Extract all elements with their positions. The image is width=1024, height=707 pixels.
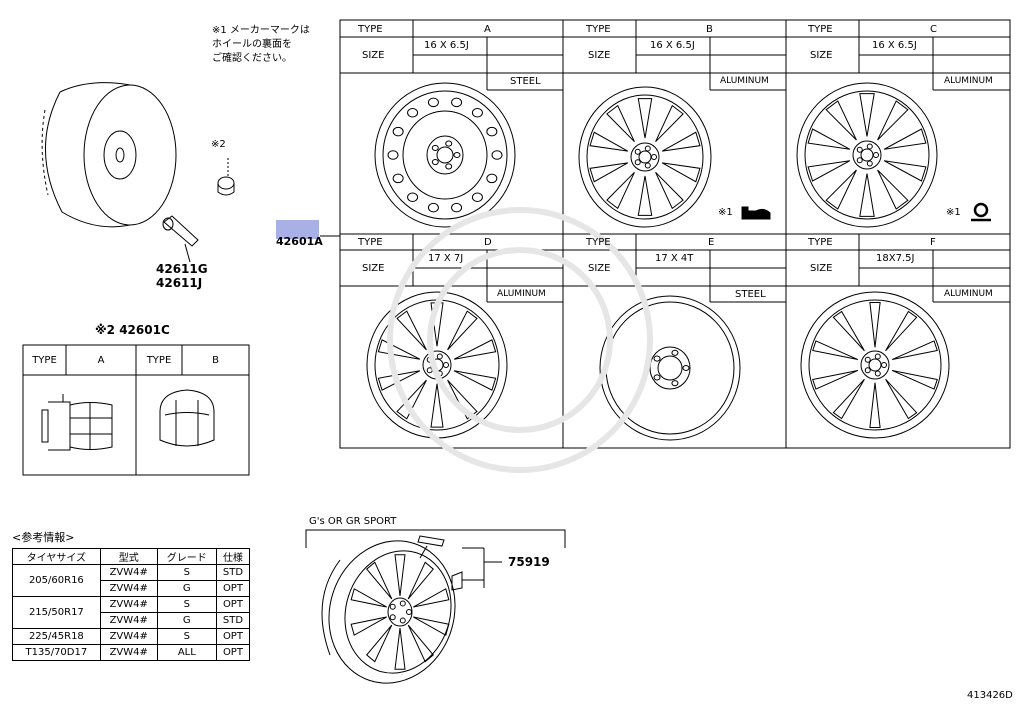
wheel-b-size-label: SIZE: [588, 50, 611, 61]
wheel-part-number[interactable]: 42601A: [276, 235, 323, 248]
wheel-e-material: STEEL: [735, 289, 766, 300]
ref-row-spec: OPT: [215, 628, 251, 645]
wheel-c-drawing: [796, 82, 938, 228]
wheel-part-highlight[interactable]: [276, 220, 319, 239]
valve-part-number-1[interactable]: 42611G: [156, 262, 208, 276]
ref-row-spec: OPT: [215, 580, 251, 597]
wheel-e-type: E: [708, 237, 715, 248]
wheel-a-material: STEEL: [510, 76, 541, 87]
wheel-f-drawing: [800, 291, 950, 439]
valve-part-number-2[interactable]: 42611J: [156, 276, 203, 290]
wheel-c-mark: ※1: [946, 207, 961, 218]
ref-header-spec: 仕様: [215, 548, 251, 565]
ref-row-model: ZVW4#: [99, 612, 158, 629]
maker-mark-c-icon: [971, 202, 991, 222]
ref-header-tire: タイヤサイズ: [12, 548, 101, 565]
ref-row-tire: 215/50R17: [12, 596, 101, 629]
wheel-a-drawing: [374, 82, 516, 228]
ref-row-grade: G: [156, 612, 217, 629]
ref-header-grade: グレード: [156, 548, 217, 565]
valve-illustration: [162, 215, 199, 263]
wheel-b-mark: ※1: [718, 207, 733, 218]
watermark-emblem: [387, 207, 653, 473]
nut-type-label-b: TYPE: [146, 354, 172, 366]
ref-row-spec: STD: [215, 612, 251, 629]
ref-row-model: ZVW4#: [99, 596, 158, 613]
ref-row-grade: S: [156, 596, 217, 613]
wheel-c-size: 16 X 6.5J: [872, 40, 917, 51]
lug-nut-small: [217, 158, 235, 196]
wheel-b-drawing: [578, 86, 712, 228]
ref-row-spec: STD: [215, 564, 251, 581]
nut-table: [22, 344, 250, 476]
wheel-d-type: D: [484, 237, 492, 248]
ref-row-tire: 205/60R16: [12, 564, 101, 597]
wheel-d-material: ALUMINUM: [497, 289, 546, 299]
gs-title: G's OR GR SPORT: [309, 516, 397, 527]
ref-row-spec: OPT: [215, 596, 251, 613]
wheel-b-type-label: TYPE: [586, 24, 611, 35]
ref-row-model: ZVW4#: [99, 644, 158, 661]
wheel-c-type: C: [930, 24, 937, 35]
wheel-c-size-label: SIZE: [810, 50, 833, 61]
ref-row-grade: G: [156, 580, 217, 597]
wheel-e-type-label: TYPE: [586, 237, 611, 248]
wheel-d-type-label: TYPE: [358, 237, 383, 248]
wheel-a-size-label: SIZE: [362, 50, 385, 61]
wheel-e-size: 17 X 4T: [655, 253, 694, 264]
ref-header-model: 型式: [99, 548, 158, 565]
wheel-b-type: B: [706, 24, 713, 35]
ref-row-grade: S: [156, 564, 217, 581]
ref-table: タイヤサイズ 型式 グレード 仕様 205/60R16 ZVW4# S STD …: [12, 548, 251, 661]
wheel-f-type: F: [930, 237, 936, 248]
wheel-a-size: 16 X 6.5J: [424, 40, 469, 51]
wheel-a-type-label: TYPE: [358, 24, 383, 35]
ref-row-grade: ALL: [156, 644, 217, 661]
ref-row-model: ZVW4#: [99, 628, 158, 645]
wheel-f-type-label: TYPE: [808, 237, 833, 248]
gs-wheel-drawing: [305, 529, 566, 684]
ref-row-model: ZVW4#: [99, 564, 158, 581]
ref-row-grade: S: [156, 628, 217, 645]
diagram-id: 413426D: [967, 690, 1013, 701]
maker-mark-b-icon: [741, 206, 771, 220]
wheel-b-material: ALUMINUM: [720, 76, 769, 86]
wheel-f-size-label: SIZE: [810, 263, 833, 274]
wheel-d-size: 17 X 7J: [428, 253, 464, 264]
ref-row-tire: T135/70D17: [12, 644, 101, 661]
gs-part-number[interactable]: 75919: [508, 555, 550, 569]
wheel-b-size: 16 X 6.5J: [650, 40, 695, 51]
maker-mark-note: ※1 メーカーマークは ホイールの裏面を ご確認ください。: [212, 25, 310, 64]
wheel-e-size-label: SIZE: [588, 263, 611, 274]
wheel-a-type: A: [484, 24, 491, 35]
tire-illustration: [41, 82, 177, 228]
ref-row-spec: OPT: [215, 644, 251, 661]
wheel-f-material: ALUMINUM: [944, 289, 993, 299]
nut-type-label-a: TYPE: [32, 354, 57, 366]
nut-type-b: B: [212, 354, 219, 366]
ref-table-title: <参考情報>: [12, 531, 75, 544]
wheel-grid: [339, 19, 1011, 449]
nut-type-a: A: [97, 354, 105, 366]
nut-part-number[interactable]: ※2 42601C: [95, 323, 170, 337]
ref-row-tire: 225/45R18: [12, 628, 101, 645]
wheel-c-material: ALUMINUM: [944, 76, 993, 86]
wheel-c-type-label: TYPE: [808, 24, 833, 35]
ref-row-model: ZVW4#: [99, 580, 158, 597]
wheel-f-size: 18X7.5J: [876, 253, 915, 264]
wheel-d-size-label: SIZE: [362, 263, 385, 274]
nut-note-mark: ※2: [211, 139, 226, 150]
